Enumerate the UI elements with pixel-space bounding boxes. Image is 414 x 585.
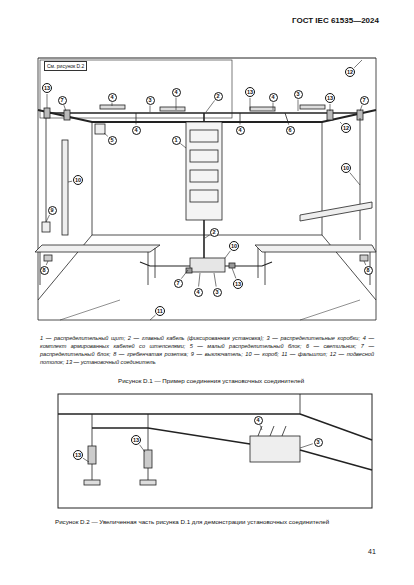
leader-line [104,133,108,136]
callout-number: 10 [73,175,83,185]
callout-number: 12 [341,123,351,133]
callout-number: 10 [229,241,239,251]
leader-line [298,100,299,112]
leader-line [176,98,177,111]
callout-number: 5 [108,136,117,145]
leader-line [206,100,215,112]
callout-number: 7 [174,279,183,288]
leader-line [354,60,362,68]
reference-box: См. рисунок D.2 [44,61,87,71]
leader-line [232,268,236,278]
callout-number: 4 [108,93,117,102]
leader-line [250,98,251,110]
callout-number: 4 [194,288,203,297]
callout-number: 11 [155,306,165,316]
callout-number: 4 [236,126,245,135]
callout-number: 7 [360,96,369,105]
callout-number: 12 [345,67,355,77]
callout-number: 13 [42,83,52,93]
callout-number: 10 [341,163,351,173]
leader-line [46,215,50,222]
leader-line [68,181,72,183]
figure-caption: Рисунок D.1 — Пример соединения установо… [118,377,304,385]
leader-line [300,444,313,448]
leader-line [214,273,216,287]
leader-line [47,94,48,108]
leader-line [64,105,66,111]
leader-line [330,104,331,111]
leader-line [273,103,274,111]
callout-number: 8 [364,266,373,275]
callout-number: 13 [73,450,83,460]
callout-number: 4 [132,126,141,135]
callout-number: 2 [214,92,223,101]
callout-number: 3 [294,90,303,99]
callout-number: 6 [286,126,295,135]
callout-number: 4 [254,416,263,425]
leader-line [199,273,200,287]
legend-text: 1 — распределительный щит; 2 — главный к… [40,334,374,366]
callout-number: 3 [314,438,323,447]
leader-line [150,315,156,320]
leader-line [205,235,209,238]
callout-number: 3 [146,96,155,105]
leader-line [46,261,48,265]
callout-number: 2 [210,228,219,237]
page-header: ГОСТ IEC 61535—2024 [292,16,379,26]
reference-text: См. рисунок D.2 [47,63,84,69]
leader-line [260,425,262,430]
leader-line [288,122,290,125]
callout-number: 9 [48,206,57,215]
leader-line [240,122,241,125]
leader-line [136,122,137,125]
page-number: 41 [368,548,376,557]
callout-number: 7 [58,96,67,105]
leader-line [83,458,89,462]
callout-number: 1 [172,136,181,145]
callout-number: 4 [269,93,278,102]
callout-number: 3 [213,288,222,297]
callout-number: 8 [40,266,49,275]
leader-line [364,261,366,265]
leader-line [181,270,188,279]
leader-line [140,445,145,452]
leader-line [112,103,113,107]
leader-line [350,173,360,185]
leader-line [360,105,362,111]
leader-line [180,143,186,148]
leader-line [225,251,230,258]
enlarged-view [58,394,372,508]
leader-line [150,106,151,113]
callout-number: 13 [233,279,243,289]
callout-number: 13 [131,435,141,445]
callout-number: 13 [325,93,335,103]
callout-number: 13 [245,87,255,97]
callout-number: 4 [172,88,181,97]
figure-caption: Рисунок D.2 — Увеличенная часть рисунка … [55,518,375,526]
